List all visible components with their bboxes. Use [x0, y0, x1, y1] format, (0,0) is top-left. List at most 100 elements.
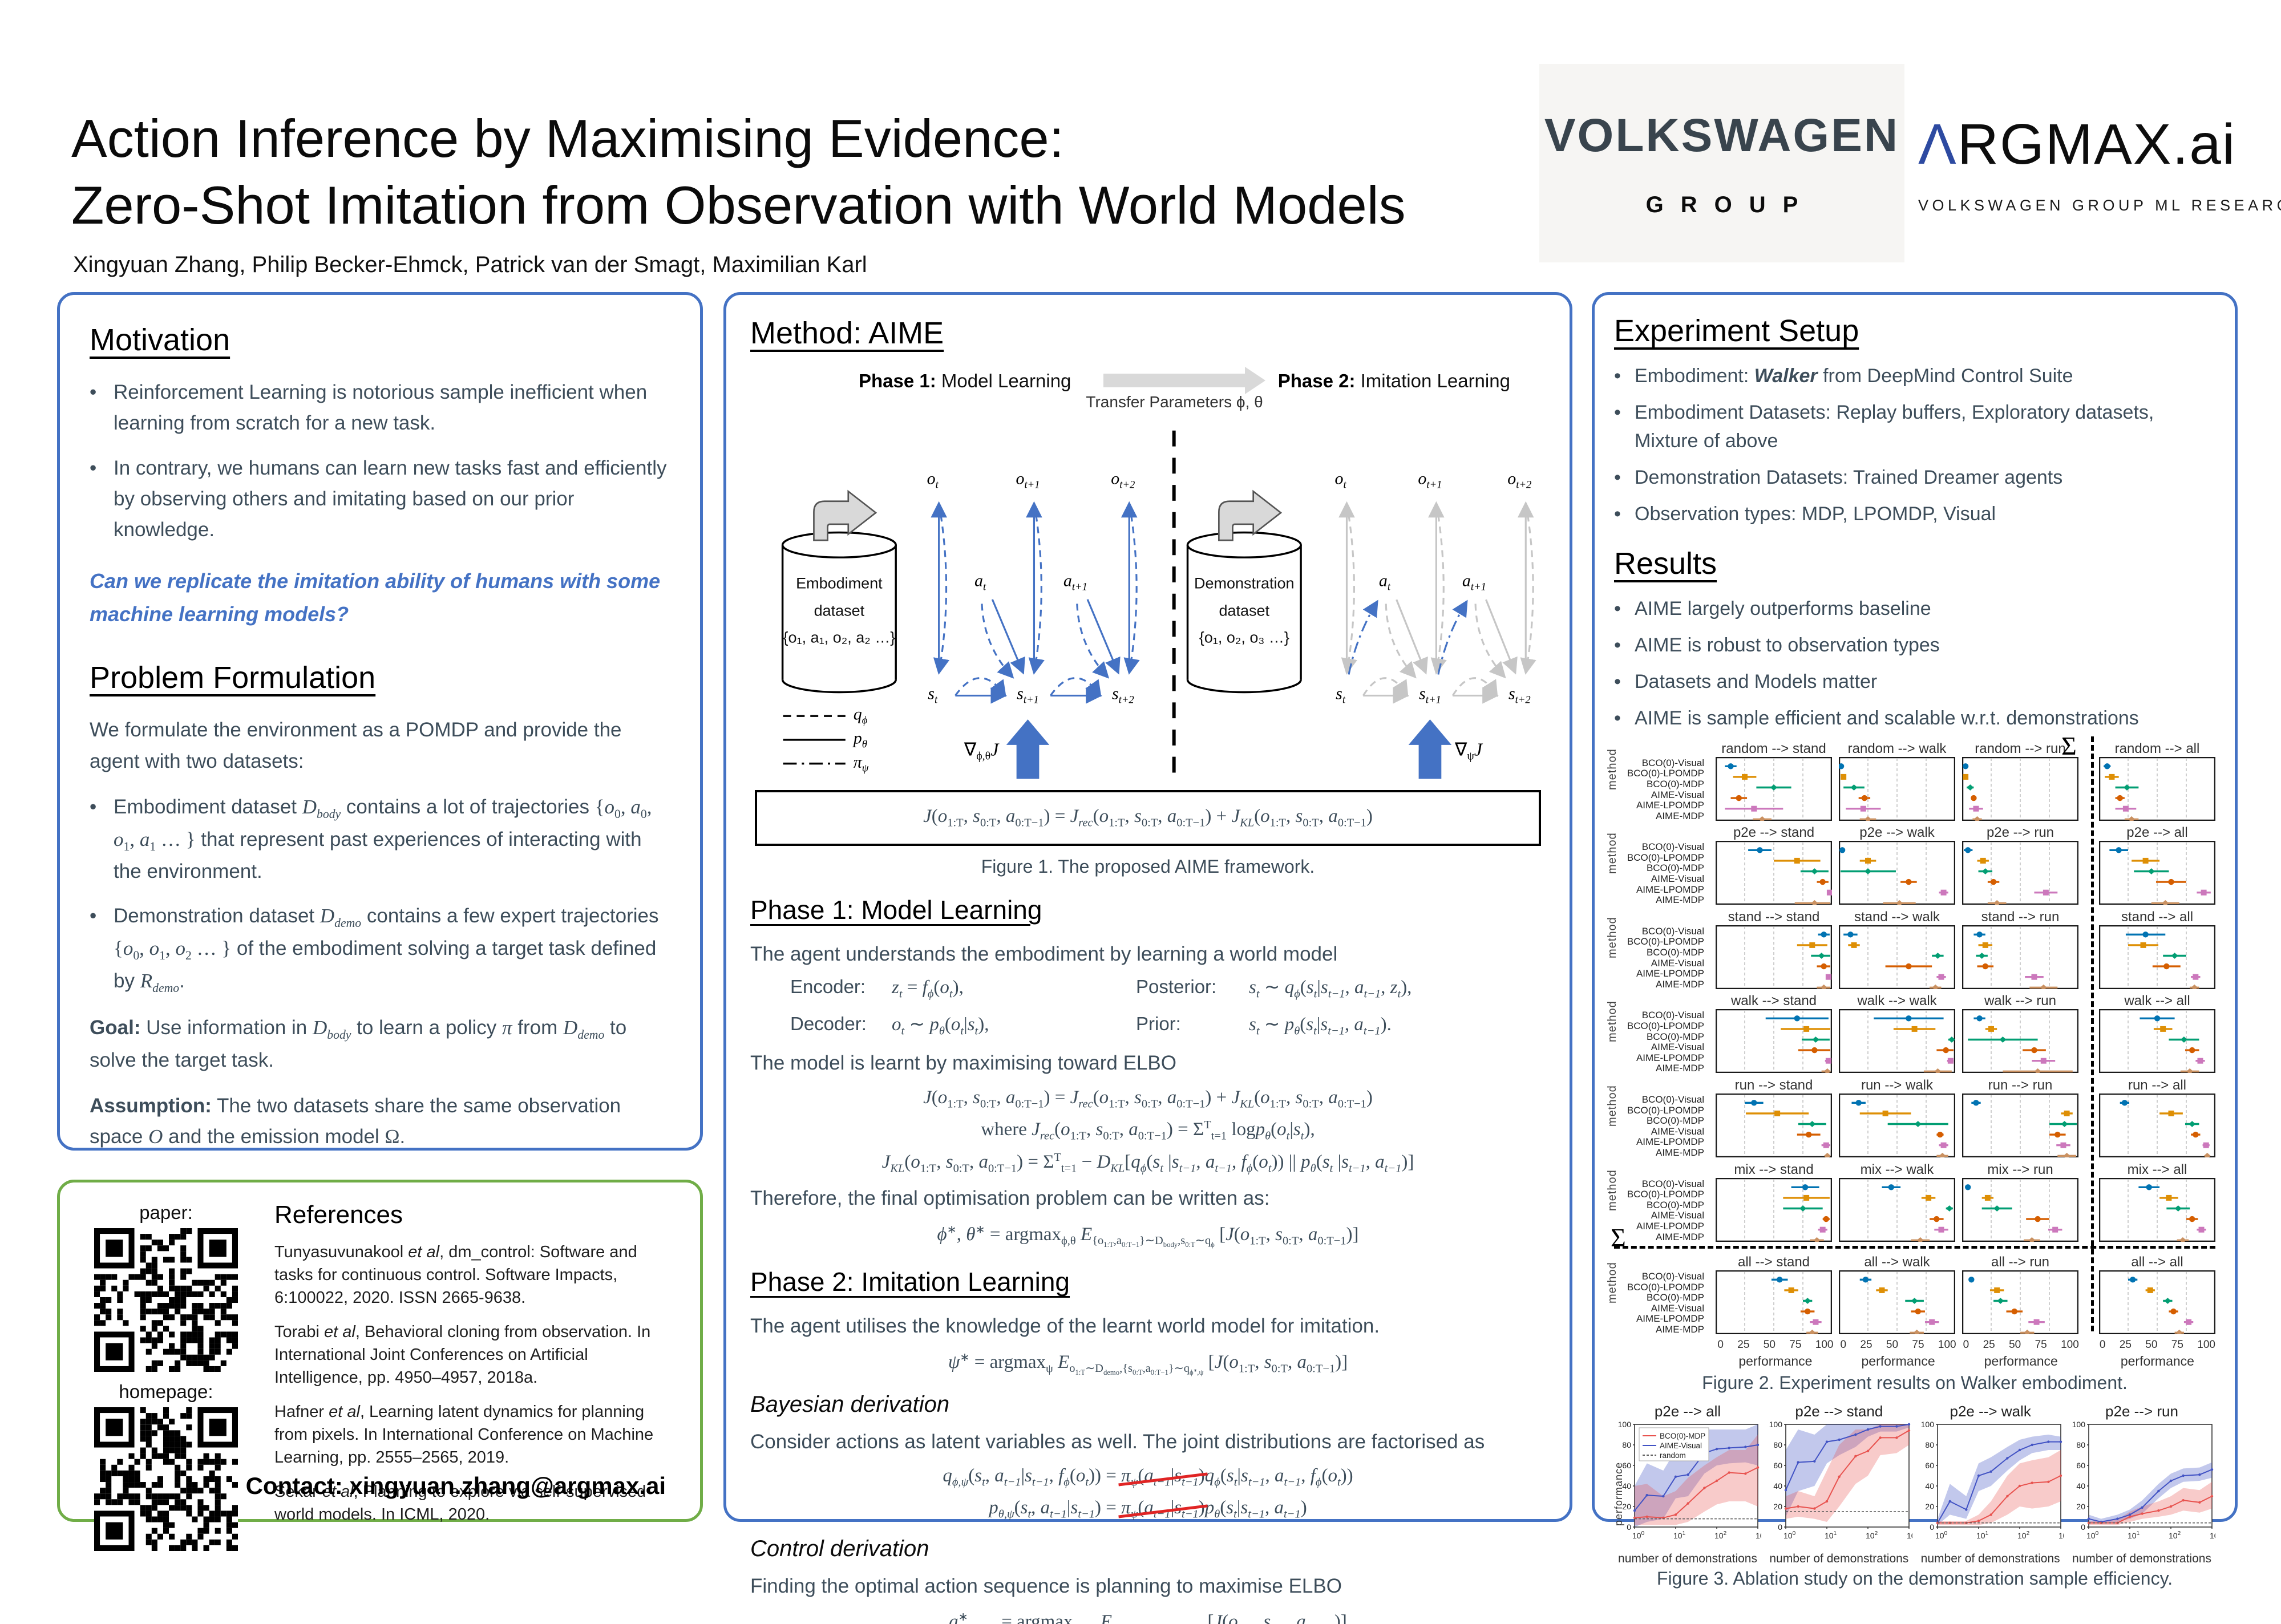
svg-text:performance: performance — [1614, 1462, 1624, 1526]
figure2-subplot — [1962, 1177, 2078, 1242]
panel-experiments: Experiment Setup •Embodiment: Walker fro… — [1592, 292, 2238, 1589]
references-title: References — [274, 1201, 403, 1229]
figure3-xlabel: number of demonstrations — [1769, 1552, 1909, 1565]
svg-text:80: 80 — [1774, 1440, 1783, 1449]
svg-text:random: random — [1660, 1451, 1686, 1460]
svg-text:100: 100 — [1783, 1530, 1796, 1540]
figure3-panel-2: p2e --> walk020406080100100101102103numb… — [1917, 1403, 2064, 1566]
figure2-cell-title: p2e --> walk — [1859, 825, 1935, 841]
svg-text:40: 40 — [1774, 1481, 1783, 1491]
phase2-finding: Finding the optimal action sequence is p… — [750, 1574, 1342, 1597]
figure3-xlabel: number of demonstrations — [1618, 1552, 1757, 1565]
figure2-cell-all-stand: all --> stand — [1716, 1254, 1832, 1335]
figure2-cell-random-stand: random --> stand — [1716, 741, 1832, 822]
svg-text:60: 60 — [1622, 1461, 1631, 1470]
argmax-wordmark: ΛRGMAX.ai — [1918, 112, 2249, 177]
transfer-label: Transfer Parameters ϕ, θ — [1086, 393, 1263, 411]
figure2-cell-title: mix --> stand — [1734, 1161, 1814, 1177]
phase1-intro: The agent understands the embodiment by … — [750, 942, 1338, 965]
bullet-dot: • — [90, 795, 97, 818]
figure2-subplot — [1962, 756, 2078, 821]
svg-text:60: 60 — [1925, 1461, 1934, 1470]
figure1-phase-row: Phase 1: Model Learning Transfer Paramet… — [750, 367, 1546, 411]
figure3-panel-title: p2e --> run — [2105, 1402, 2178, 1420]
figure2-cell-title: mix --> all — [2127, 1161, 2187, 1177]
figure2-cell-all-all: all --> all — [2099, 1254, 2215, 1335]
x-tick: 50 — [2009, 1338, 2021, 1351]
figure2-cell-p2e-all: p2e --> all — [2099, 825, 2215, 906]
method-label: AIME-MDP — [1656, 1147, 1704, 1158]
figure2-cell-random-all: random --> all — [2099, 741, 2215, 822]
figure1-caption: Figure 1. The proposed AIME framework. — [981, 856, 1315, 877]
experiment-bullets: •Embodiment: Walker from DeepMind Contro… — [1614, 362, 2215, 529]
bullet-dot: • — [1614, 670, 1621, 692]
method-label: AIME-Visual — [1651, 1210, 1704, 1221]
figure2-horizontal-separator: Σ — [1611, 1223, 2215, 1252]
svg-text:60: 60 — [1774, 1461, 1783, 1470]
svg-text:103: 103 — [1907, 1530, 1912, 1540]
x-tick: 25 — [1737, 1338, 1750, 1351]
reference-item: Tunyasuvunakool et al, dm_control: Softw… — [274, 1243, 637, 1307]
figure2-cell-title: run --> run — [1988, 1077, 2053, 1093]
bullet-dot: • — [1614, 365, 1621, 387]
node-o-0: ot — [927, 469, 939, 491]
x-tick: 0 — [2099, 1338, 2106, 1351]
figure2-cell-title: mix --> walk — [1860, 1161, 1934, 1177]
x-tick: 0 — [1840, 1338, 1847, 1351]
phase1-label: Phase 1: Model Learning — [859, 370, 1071, 391]
figure2-cell-title: p2e --> stand — [1733, 825, 1815, 841]
bullet-text: Datasets and Models matter — [1635, 670, 1878, 692]
figure2-cell-all-run: all --> run — [1962, 1254, 2078, 1335]
homepage-qr-label: homepage: — [119, 1381, 213, 1402]
svg-text:AIME-Visual: AIME-Visual — [1660, 1441, 1702, 1450]
bullet-item: •AIME is sample efficient and scalable w… — [1614, 704, 2215, 733]
method-label: AIME-Visual — [1651, 873, 1704, 885]
figure3-strip: p2e --> all020406080100100101102103perfo… — [1614, 1403, 2215, 1566]
encoder-eq: zt = fϕ(ot), — [892, 977, 964, 1001]
svg-text:80: 80 — [1622, 1440, 1631, 1449]
phase1-therefore: Therefore, the final optimisation proble… — [750, 1187, 1270, 1210]
method-label: BCO(0)-Visual — [1641, 1271, 1704, 1282]
figure2-cell-title: stand --> run — [1981, 909, 2060, 925]
figure2-ylabel: method — [1606, 1085, 1619, 1127]
bullet-dot: • — [1614, 466, 1621, 488]
figure2-ylabel: method — [1606, 917, 1619, 958]
figure3-plot: 020406080100100101102103 — [1769, 1420, 1912, 1540]
decoder-eq: ot ∼ pθ(ot|st), — [892, 1014, 989, 1038]
embodiment-dataset-line: Embodiment — [796, 574, 883, 592]
figure2-cell-title: random --> stand — [1721, 740, 1826, 756]
method-label: AIME-LPOMDP — [1636, 968, 1704, 979]
method-label: AIME-LPOMDP — [1636, 884, 1704, 895]
method-label: AIME-LPOMDP — [1636, 1052, 1704, 1063]
figure2-cell-stand-stand: stand --> stand — [1716, 909, 1832, 990]
svg-text:102: 102 — [1714, 1530, 1727, 1540]
svg-text:20: 20 — [2076, 1502, 2085, 1511]
figure2-ylabel: method — [1606, 832, 1619, 874]
method-label: BCO(0)-Visual — [1641, 1178, 1704, 1189]
posterior-label: Posterior: — [1136, 976, 1217, 998]
figure2-vertical-separator — [2091, 736, 2094, 1331]
figure2-subplot — [1716, 841, 1832, 905]
x-tick: 25 — [2119, 1338, 2132, 1351]
figure2-cell-random-walk: random --> walk — [1839, 741, 1955, 822]
figure2-subplot — [1839, 841, 1955, 905]
node-a-0: at — [974, 571, 986, 593]
bullet-text: In contrary, we humans can learn new tas… — [114, 456, 667, 541]
svg-text:80: 80 — [1925, 1440, 1934, 1449]
experiment-setup-title: Experiment Setup — [1614, 314, 1859, 348]
legend-dashed: qϕ — [853, 704, 868, 727]
figure3-xlabel: number of demonstrations — [2072, 1552, 2211, 1565]
method-label: BCO(0)-Visual — [1641, 757, 1704, 768]
figure2-cell-title: random --> run — [1975, 740, 2066, 756]
svg-text:0: 0 — [1930, 1522, 1934, 1532]
method-label: AIME-Visual — [1651, 789, 1704, 800]
svg-text:BCO(0)-MDP: BCO(0)-MDP — [1660, 1432, 1705, 1440]
figure2-subplot — [2099, 925, 2215, 989]
